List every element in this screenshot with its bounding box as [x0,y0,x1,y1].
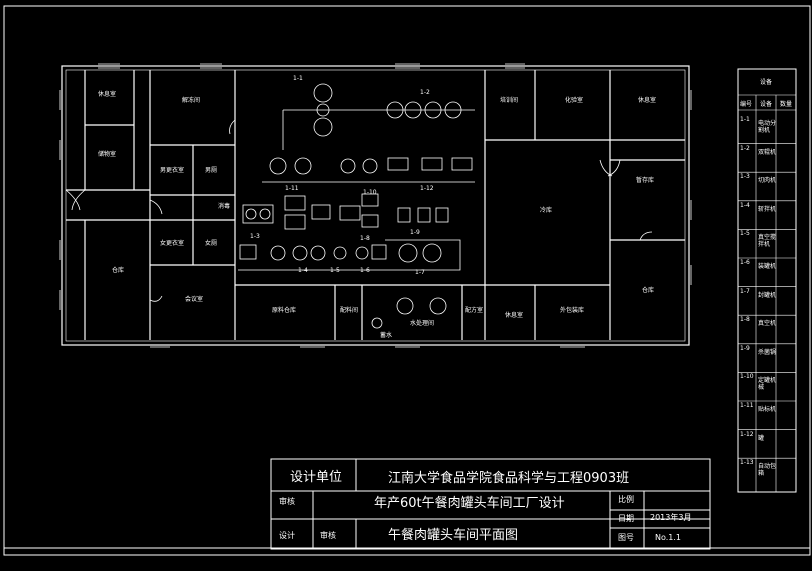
drawing-frame [3,5,811,556]
equip-label-11: 1-11 [285,185,299,192]
title-block [270,458,711,550]
legend-row-no: 1-11 [740,402,754,409]
room-packing: 外包装库 [560,307,585,314]
review-label: 审核 [279,497,295,506]
drawing-title: 午餐肉罐头车间平面图 [388,528,519,543]
room-rest-4: 培训间 [500,97,519,104]
room-rest-2: 休息室 [505,312,524,319]
room-male-wc: 男厕 [205,167,218,174]
equip-label-9: 1-9 [410,229,420,236]
room-pool: 蓄水 [380,332,393,339]
legend-row-name: 电动分割机 [758,120,777,134]
room-mixing: 配料间 [340,307,359,314]
scale-label: 比例 [618,495,634,504]
room-warehouse-1: 仓库 [112,267,125,274]
room-thaw: 解冻间 [182,97,201,104]
legend-row-no: 1-3 [740,173,750,181]
room-male-change: 男更衣室 [160,167,185,174]
room-female-wc: 女厕 [205,240,218,247]
design-unit-label: 设计单位 [290,470,343,485]
legend-row-name: 斩拌机 [758,205,777,213]
legend-row-name: 罐 [758,434,765,442]
room-water: 水处理间 [410,320,435,327]
equip-label-5: 1-5 [330,267,340,274]
equip-label-2: 1-2 [420,89,430,96]
room-disinfect: 消毒 [218,203,231,210]
legend-row-no: 1-2 [740,144,750,152]
equip-label-10: 1-10 [363,189,377,196]
equip-label-4: 1-4 [298,267,308,274]
legend-row-name: 自动包箱 [758,463,777,477]
drawing-no-value: No.1.1 [655,533,682,542]
legend-col-qty: 数量 [780,101,793,108]
equip-label-1: 1-1 [293,75,303,82]
legend-header: 设备 [760,79,773,86]
legend-row-no: 1-10 [740,373,754,381]
legend-row-name: 装罐机 [758,263,777,270]
room-rest-3: 休息室 [638,97,657,104]
legend-row-name: 真空机 [758,320,777,328]
design-unit-name: 江南大学食品学院食品科学与工程0903班 [388,471,630,486]
room-spice: 配方室 [465,307,484,314]
legend-row-no: 1-4 [740,201,750,209]
legend-row-no: 1-12 [740,430,754,438]
legend-row-no: 1-1 [740,116,750,123]
equip-label-8: 1-8 [360,235,370,242]
legend-col-no: 编号 [740,101,753,108]
legend-row-name: 双辊机 [758,148,777,156]
room-material: 原料仓库 [272,307,297,314]
legend-row-name: 定罐机械 [758,377,777,391]
room-meeting: 会议室 [185,296,204,303]
equip-label-7: 1-7 [415,269,425,276]
room-female-change: 女更衣室 [160,240,185,247]
equip-label-6: 1-6 [360,267,370,274]
legend-row-no: 1-5 [740,230,750,238]
equip-label-3: 1-3 [250,233,260,240]
room-lab: 化验室 [565,97,584,104]
proofread-label: 审核 [320,531,336,540]
drawing-no-label: 图号 [618,533,634,542]
building-outline [61,65,690,346]
room-warehouse-2: 仓库 [642,287,655,294]
equipment-legend-box [737,68,797,493]
room-temp-store: 暂存库 [636,177,655,184]
legend-row-name: 贴标机 [758,406,777,413]
legend-col-name: 设备 [760,101,773,108]
room-cold: 冷库 [540,207,553,214]
legend-row-no: 1-7 [740,287,750,295]
room-storage-1: 储物室 [98,151,117,158]
project-title: 年产60t午餐肉罐头车间工厂设计 [374,496,565,511]
designer-label: 设计 [279,531,295,540]
legend-row-name: 切肉机 [758,177,777,185]
legend-row-no: 1-8 [740,316,750,324]
equip-label-12: 1-12 [420,185,434,192]
legend-row-no: 1-9 [740,344,750,352]
legend-row-no: 1-13 [740,459,754,467]
legend-row-name: 封罐机 [758,291,777,299]
date-value: 2013年3月 [650,513,692,522]
legend-row-no: 1-6 [740,259,750,266]
legend-row-name: 杀菌锅 [758,348,777,356]
legend-row-name: 真空搅拌机 [758,234,777,248]
room-rest-1: 休息室 [98,91,117,98]
date-label: 日期 [618,514,634,523]
